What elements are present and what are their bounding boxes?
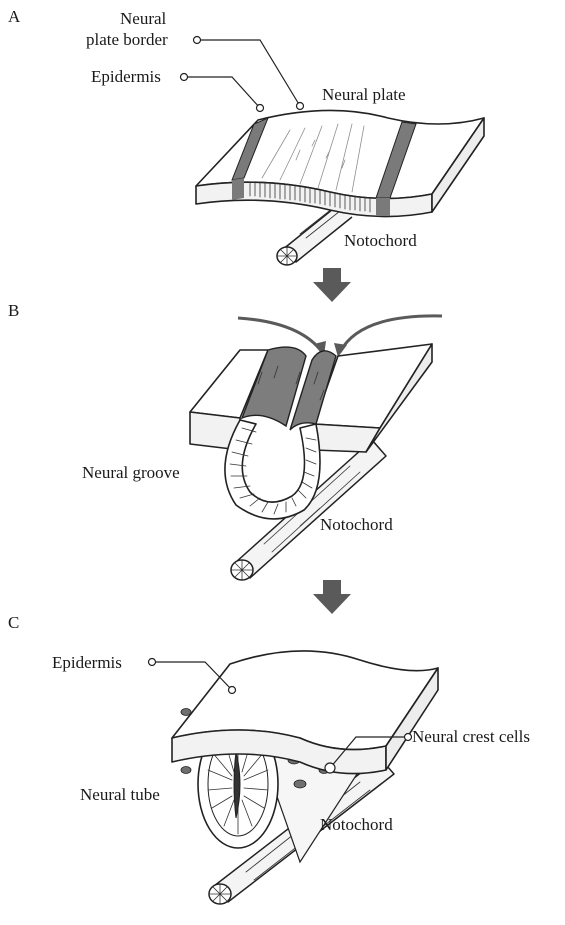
label-neural-plate: Neural plate bbox=[322, 85, 406, 104]
label-notochord-c: Notochord bbox=[320, 815, 393, 834]
label-neural-tube: Neural tube bbox=[80, 785, 160, 804]
label-neural-plate-border-line1: Neural bbox=[120, 9, 167, 28]
notochord-a bbox=[277, 205, 352, 265]
label-neural-groove: Neural groove bbox=[82, 463, 180, 482]
label-epidermis-c: Epidermis bbox=[52, 653, 236, 694]
panel-a: A Neural bbox=[8, 7, 484, 265]
panel-c: C bbox=[8, 613, 530, 904]
label-epidermis-a: Epidermis bbox=[91, 67, 264, 112]
panel-b-letter: B bbox=[8, 301, 19, 320]
panel-b: B bbox=[8, 301, 442, 580]
label-neural-plate-border: Neural plate border bbox=[86, 9, 304, 110]
label-epidermis-c-text: Epidermis bbox=[52, 653, 122, 672]
panel-a-letter: A bbox=[8, 7, 21, 26]
label-neural-plate-border-line2: plate border bbox=[86, 30, 168, 49]
label-notochord-b: Notochord bbox=[320, 515, 393, 534]
arrow-b-to-c bbox=[313, 580, 351, 614]
label-neural-crest-cells-text: Neural crest cells bbox=[412, 727, 530, 746]
label-epidermis-a-text: Epidermis bbox=[91, 67, 161, 86]
neural-groove-section bbox=[225, 420, 320, 519]
panel-c-letter: C bbox=[8, 613, 19, 632]
neural-plate-slab bbox=[196, 110, 484, 216]
arrow-a-to-b bbox=[313, 268, 351, 302]
label-notochord-a: Notochord bbox=[344, 231, 417, 250]
